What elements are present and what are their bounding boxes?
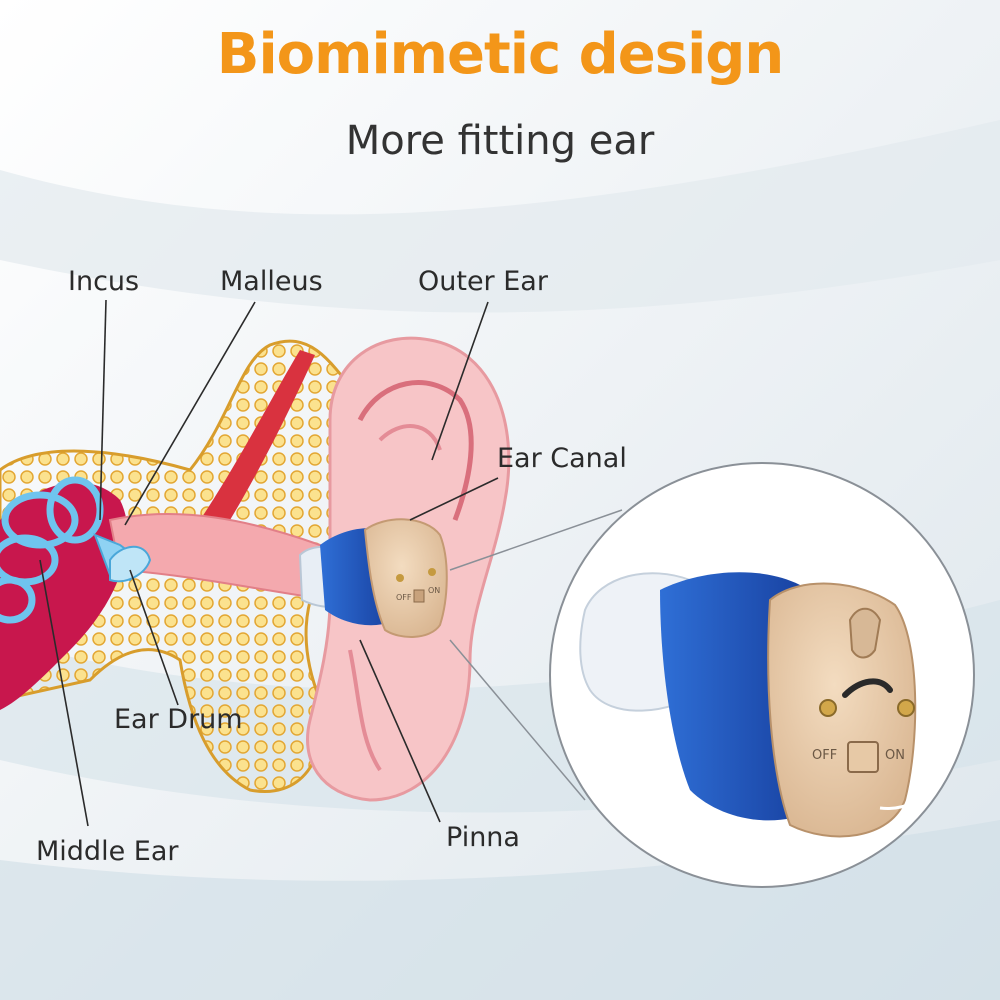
label-malleus: Malleus [220, 266, 323, 297]
label-middle-ear: Middle Ear [36, 836, 179, 867]
label-incus: Incus [68, 266, 140, 297]
label-outer-ear: Outer Ear [418, 266, 548, 297]
hearing-aid-in-ear [298, 518, 448, 638]
label-pinna: Pinna [446, 822, 520, 853]
page-subtitle: More fitting ear [345, 118, 655, 164]
label-ear-drum: Ear Drum [114, 704, 243, 735]
switch-off-label: OFF [812, 748, 838, 763]
switch-on-label-small: ON [428, 586, 441, 595]
leader-lines [39, 299, 499, 827]
switch-off-label-small: OFF [396, 593, 412, 602]
label-ear-canal: Ear Canal [497, 443, 627, 474]
hearing-aid-magnified [579, 572, 921, 838]
switch-on-label: ON [885, 748, 905, 763]
page-title: Biomimetic design [216, 22, 784, 87]
